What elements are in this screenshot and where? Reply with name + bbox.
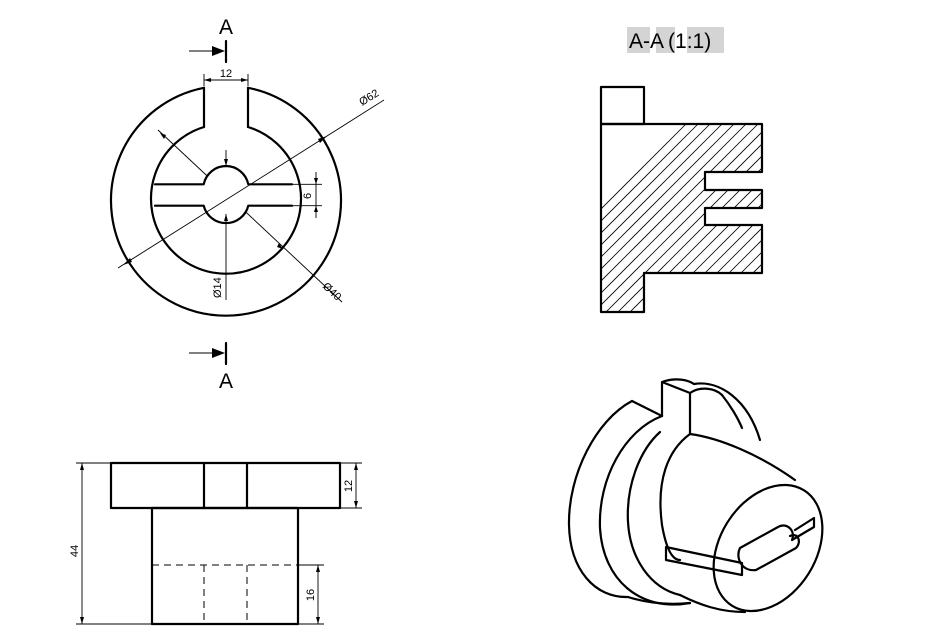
outer-circle (109, 86, 343, 317)
section-hatch (601, 120, 939, 360)
hatch-line (601, 124, 751, 312)
dim-slot-width: 12 (220, 68, 232, 80)
title-highlight (687, 27, 724, 53)
flange-top-arc (692, 382, 762, 442)
hatch-line (713, 124, 762, 312)
hatch-line (629, 124, 762, 312)
cylinder-top-edge (688, 432, 797, 482)
arrow (354, 501, 358, 508)
hatch-line (761, 124, 762, 312)
flange-top-edge (630, 399, 664, 418)
hatch-line (601, 124, 703, 312)
flange-inner-ring (626, 430, 682, 597)
cut-arrow-head (212, 348, 225, 358)
section-title-paren-close: ) (704, 30, 711, 53)
dim-outer-diameter: Ø62 (357, 87, 381, 108)
end-face-keyhole (737, 516, 816, 572)
hatch-line (774, 120, 939, 360)
title-highlight (627, 27, 650, 53)
dim-flange-height: 12 (343, 480, 355, 492)
dim-line-inner-diameter (157, 129, 343, 303)
arrow (314, 205, 318, 212)
hatch-line (601, 124, 762, 312)
hatch-line (798, 120, 939, 360)
section-title-paren-open: ( (668, 30, 675, 53)
hatch-line (617, 124, 762, 312)
dim-line-outer-diameter (117, 99, 385, 269)
title-highlight (656, 27, 675, 53)
hatch-line (725, 124, 762, 312)
section-marker-top: A (189, 16, 233, 64)
arrow (224, 159, 228, 166)
cylinder-bottom-edge (678, 593, 747, 614)
arrow (316, 565, 320, 572)
arrow (224, 214, 228, 221)
arrow (241, 78, 248, 82)
dim-total-height: 44 (69, 545, 81, 557)
hatch-line (786, 120, 939, 360)
dim-lower-height: 16 (305, 589, 317, 601)
hatch-line (601, 124, 691, 312)
hatch-line (822, 120, 939, 360)
hatch-line (834, 120, 939, 360)
top-view: 12 Ø62 Ø40 Ø14 6 (109, 68, 385, 317)
arrow (277, 243, 283, 249)
flange-bottom-edge (626, 595, 692, 605)
hatch-line (601, 124, 762, 312)
section-marker-top-label: A (219, 16, 233, 39)
hatch-line (605, 124, 762, 312)
arrow (123, 258, 132, 265)
arrow (80, 617, 84, 624)
arrow (314, 178, 318, 185)
side-slot (664, 545, 744, 577)
flange-outline (109, 461, 342, 510)
hatch-line (601, 124, 762, 312)
hatch-line (810, 120, 939, 360)
hatch-line (846, 120, 939, 360)
hatch-line (737, 124, 762, 312)
cylinder-end-face (712, 483, 824, 613)
hatch-line (601, 124, 762, 312)
section-marker-bottom-label: A (219, 370, 233, 393)
arrow (316, 617, 320, 624)
flange-back-face (567, 399, 634, 599)
arrow (354, 463, 358, 470)
section-title: A-A(1:1) (629, 30, 711, 53)
section-view: A-A(1:1) (599, 27, 939, 360)
section-marker-bottom: A (189, 341, 233, 393)
hatch-line (601, 124, 727, 312)
tab-block (660, 378, 724, 436)
section-title-name: A-A (629, 30, 664, 53)
hatch-line (601, 124, 762, 312)
hatch-line (749, 124, 762, 312)
flange-front-face (598, 414, 692, 606)
arrow (80, 463, 84, 470)
keyhole-outline (153, 164, 294, 225)
section-outline (599, 122, 764, 314)
front-view: 44 12 16 (69, 461, 362, 626)
hatch-line (858, 120, 939, 360)
cylinder-left-edge (659, 432, 692, 562)
hatch-line (601, 124, 762, 312)
isometric-view (567, 378, 824, 614)
hatch-line (601, 124, 762, 312)
hatch-line (601, 124, 715, 312)
cut-arrow-head (212, 46, 225, 56)
arrow (160, 133, 166, 139)
section-tab (599, 85, 646, 126)
arrow (318, 136, 327, 143)
dim-bore-diameter: Ø14 (212, 277, 224, 298)
section-title-scale: 1:1 (675, 30, 704, 53)
tab-right-face (720, 393, 744, 430)
dim-slot-height: 6 (302, 193, 314, 199)
body-outline (150, 506, 300, 626)
hatch-line (601, 124, 739, 312)
arrow (204, 78, 211, 82)
